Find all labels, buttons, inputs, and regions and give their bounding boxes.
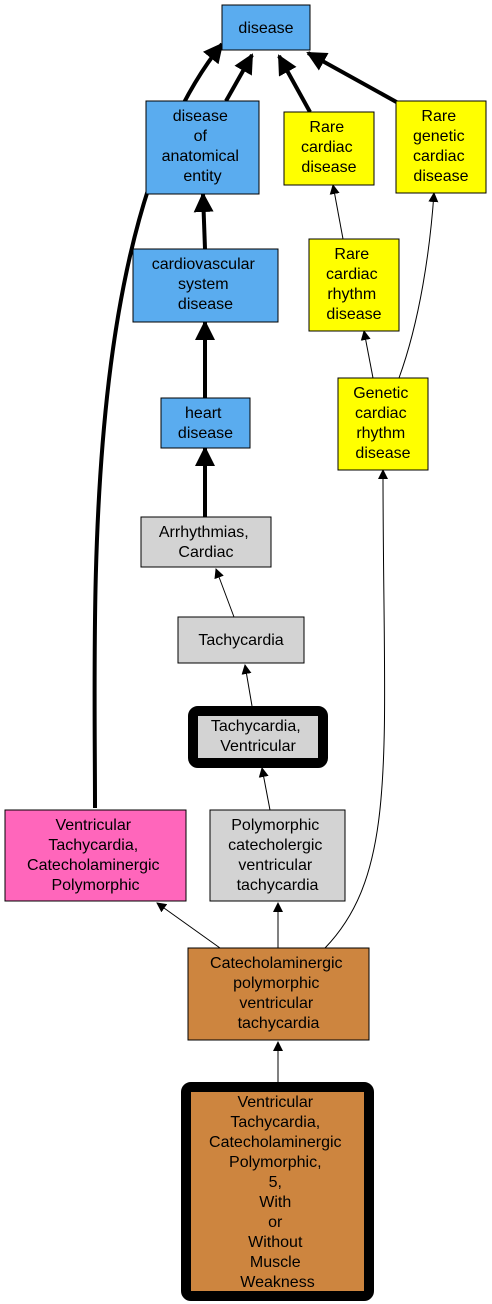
nodes: disease disease of anatomical entity Rar… — [4, 4, 487, 1301]
node-genetic-cardiac-rhythm-disease-label: Genetic cardiac rhythm disease — [353, 385, 413, 462]
edge-disease-anatomical-to-disease — [224, 53, 254, 102]
node-rare-cardiac-disease-label: Rare cardiac disease — [301, 119, 357, 176]
edge-tachycardia-to-arrhythmias — [214, 568, 235, 618]
edge-cpvt-to-vt-catecholaminergic — [156, 902, 221, 949]
node-disease-of-anatomical-entity[interactable]: disease of anatomical entity — [145, 100, 260, 195]
node-arrhythmias-cardiac[interactable]: Arrhythmias, Cardiac — [140, 516, 272, 568]
node-cardiovascular-system-disease-label: cardiovascular system disease — [152, 256, 260, 313]
node-vt-catecholaminergic-polymorphic-label: Ventricular Tachycardia, Catecholaminerg… — [27, 817, 164, 894]
node-rare-genetic-cardiac-disease[interactable]: Rare genetic cardiac disease — [395, 100, 487, 194]
node-tachycardia-ventricular[interactable]: Tachycardia, Ventricular — [188, 706, 328, 768]
edge-polymorphic-to-tachy-ventricular — [258, 767, 271, 811]
edge-rare-cardiac-to-disease — [277, 54, 312, 113]
node-vt-cpvt5-label: Ventricular Tachycardia, Catecholaminerg… — [209, 1094, 346, 1291]
edge-rare-cardiac-rhythm-to-rare-cardiac — [329, 184, 344, 240]
node-heart-disease-label: heart disease — [178, 405, 233, 442]
edge-tachy-ventricular-to-tachycardia — [241, 664, 253, 707]
node-heart-disease[interactable]: heart disease — [160, 397, 251, 449]
edge-genetic-to-rare-genetic-cardiac — [398, 192, 439, 379]
node-rare-genetic-cardiac-disease-label: Rare genetic cardiac disease — [413, 108, 469, 185]
node-cpvt[interactable]: Catecholaminergic polymorphic ventricula… — [187, 947, 370, 1041]
node-polymorphic-catecholergic-vt[interactable]: Polymorphic catecholergic ventricular ta… — [209, 809, 346, 902]
node-rare-cardiac-rhythm-disease-label: Rare cardiac rhythm disease — [326, 246, 382, 323]
node-polymorphic-catecholergic-vt-label: Polymorphic catecholergic ventricular ta… — [228, 817, 327, 894]
edge-cardiovascular-to-disease-anatomical — [193, 192, 214, 250]
node-disease-of-anatomical-entity-label: disease of anatomical entity — [162, 108, 244, 185]
node-disease-label: disease — [238, 20, 293, 37]
node-tachycardia-ventricular-label: Tachycardia, Ventricular — [211, 718, 305, 755]
edge-cpvt-to-genetic — [324, 469, 389, 949]
edge-rare-genetic-cardiac-to-disease — [306, 51, 401, 106]
node-arrhythmias-cardiac-label: Arrhythmias, Cardiac — [159, 524, 253, 561]
node-vt-catecholaminergic-polymorphic[interactable]: Ventricular Tachycardia, Catecholaminerg… — [4, 809, 187, 902]
node-genetic-cardiac-rhythm-disease[interactable]: Genetic cardiac rhythm disease — [337, 377, 429, 471]
node-cardiovascular-system-disease[interactable]: cardiovascular system disease — [132, 248, 279, 323]
node-tachycardia[interactable]: Tachycardia — [177, 616, 305, 664]
node-rare-cardiac-disease[interactable]: Rare cardiac disease — [283, 111, 375, 186]
node-disease[interactable]: disease — [221, 4, 311, 51]
edge-genetic-to-rare-cardiac-rhythm — [360, 330, 374, 379]
node-rare-cardiac-rhythm-disease[interactable]: Rare cardiac rhythm disease — [308, 238, 400, 332]
node-vt-cpvt5-with-or-without-muscle-weakness[interactable]: Ventricular Tachycardia, Catecholaminerg… — [181, 1082, 374, 1301]
node-cpvt-label: Catecholaminergic polymorphic ventricula… — [210, 955, 347, 1032]
node-tachycardia-label: Tachycardia — [198, 632, 283, 649]
